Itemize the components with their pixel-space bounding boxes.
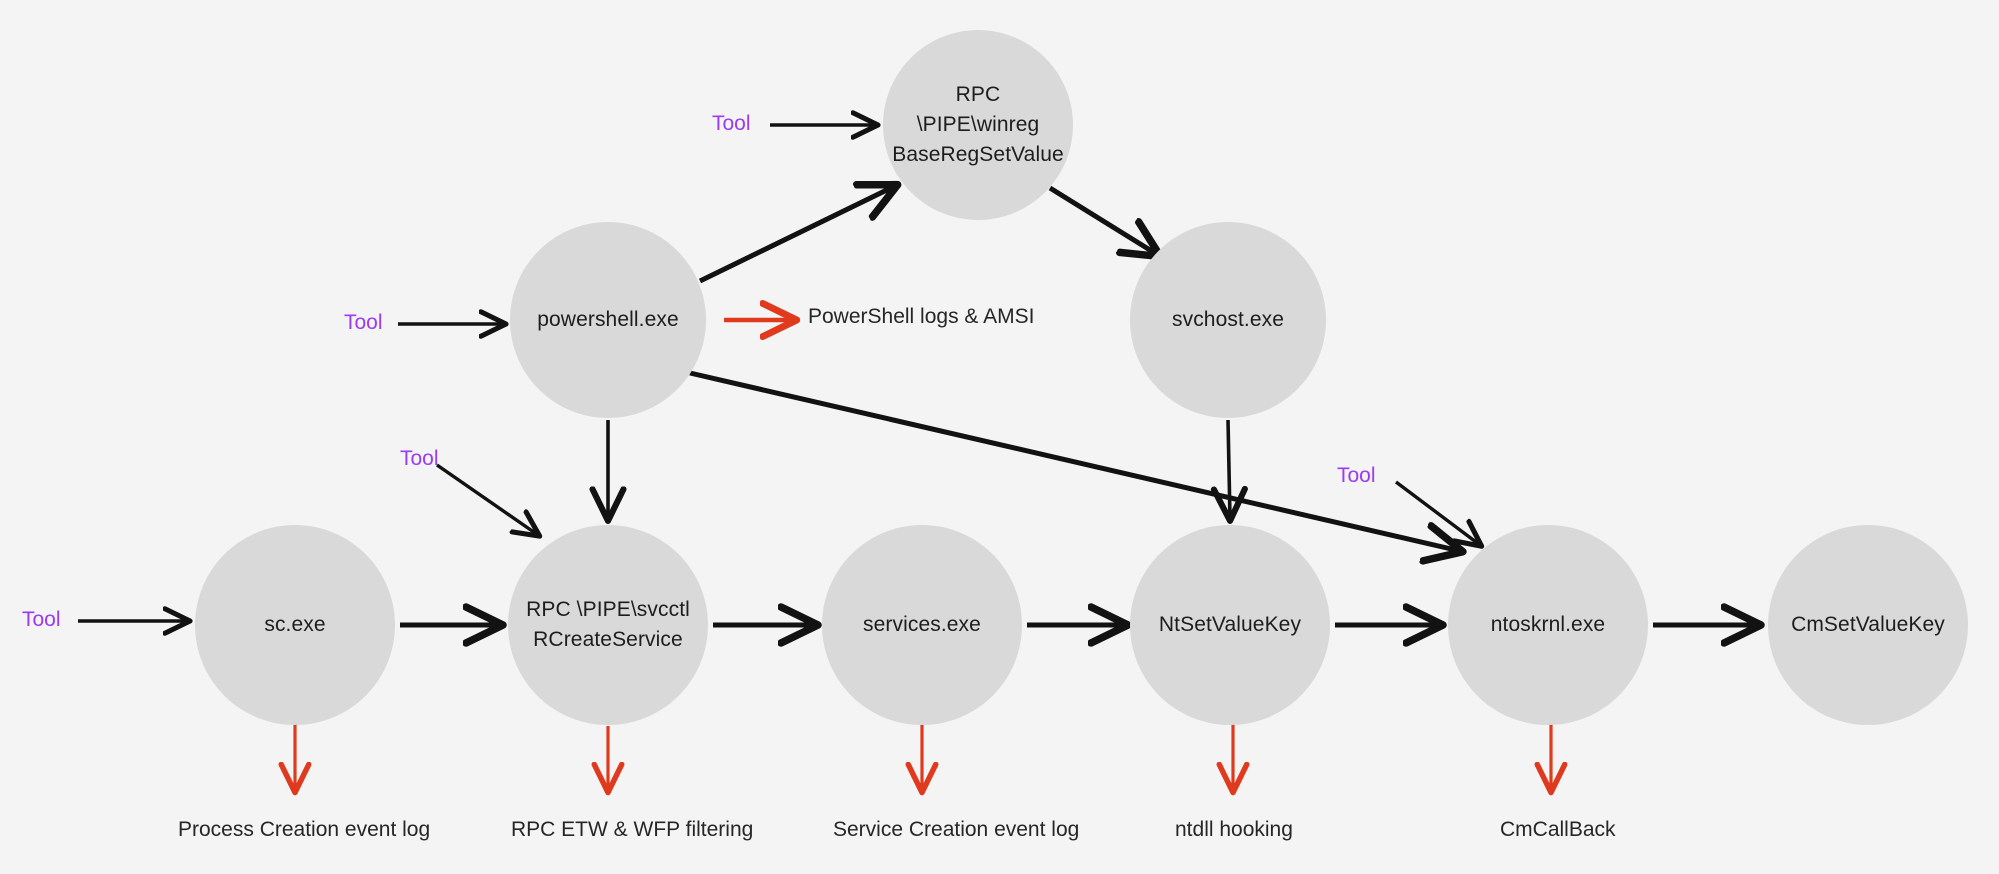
node-svchost[interactable]: svchost.exe [1130,222,1326,418]
edge-winreg-to-svchost [1048,185,1158,255]
edge-powershell-to-ntoskrnl [689,370,1460,551]
detection-label-powershell: PowerShell logs & AMSI [808,305,1035,328]
node-rpc-svcctl[interactable]: RPC \PIPE\svcctl RCreateService [508,525,708,725]
detection-label-services: Service Creation event log [833,818,1080,841]
node-cmsetvaluekey[interactable]: CmSetValueKey [1768,525,1968,725]
node-label-powershell: powershell.exe [537,308,679,331]
node-sc-exe[interactable]: sc.exe [195,525,395,725]
edge-tool-to-ntoskrnl [1394,480,1480,545]
node-label-cmsetvaluekey: CmSetValueKey [1791,613,1945,636]
node-rpc-winreg[interactable]: RPC \PIPE\winreg BaseRegSetValue [883,30,1073,220]
node-ntsetvaluekey[interactable]: NtSetValueKey [1130,525,1330,725]
tool-label-powershell: Tool [344,311,383,334]
detection-label-sc: Process Creation event log [178,818,431,841]
node-label-ntsetvaluekey: NtSetValueKey [1158,613,1302,636]
tool-label-ntoskrnl: Tool [1337,464,1376,487]
node-label-ntoskrnl-exe: ntoskrnl.exe [1490,613,1606,636]
detection-label-ntoskrnl: CmCallBack [1500,818,1616,841]
tool-label-svcctl: Tool [400,447,439,470]
edge-powershell-to-winreg [698,186,895,284]
node-services-exe[interactable]: services.exe [822,525,1022,725]
detection-label-ntsetvaluekey: ntdll hooking [1175,818,1293,841]
node-label-svchost: svchost.exe [1172,308,1284,331]
detection-label-svcctl: RPC ETW & WFP filtering [511,818,754,841]
node-label-rpc-winreg: RPC \PIPE\winreg BaseRegSetValue [892,83,1064,166]
node-ntoskrnl-exe[interactable]: ntoskrnl.exe [1448,525,1648,725]
edge-tool-to-svcctl [436,463,538,535]
tool-label-winreg: Tool [712,112,751,135]
tool-label-sc: Tool [22,608,61,631]
node-powershell[interactable]: powershell.exe [510,222,706,418]
node-label-rpc-svcctl: RPC \PIPE\svcctl RCreateService [526,598,690,651]
node-label-sc-exe: sc.exe [264,613,326,636]
node-label-services-exe: services.exe [863,613,981,636]
edge-svchost-to-ntsetvalue [1228,419,1230,518]
